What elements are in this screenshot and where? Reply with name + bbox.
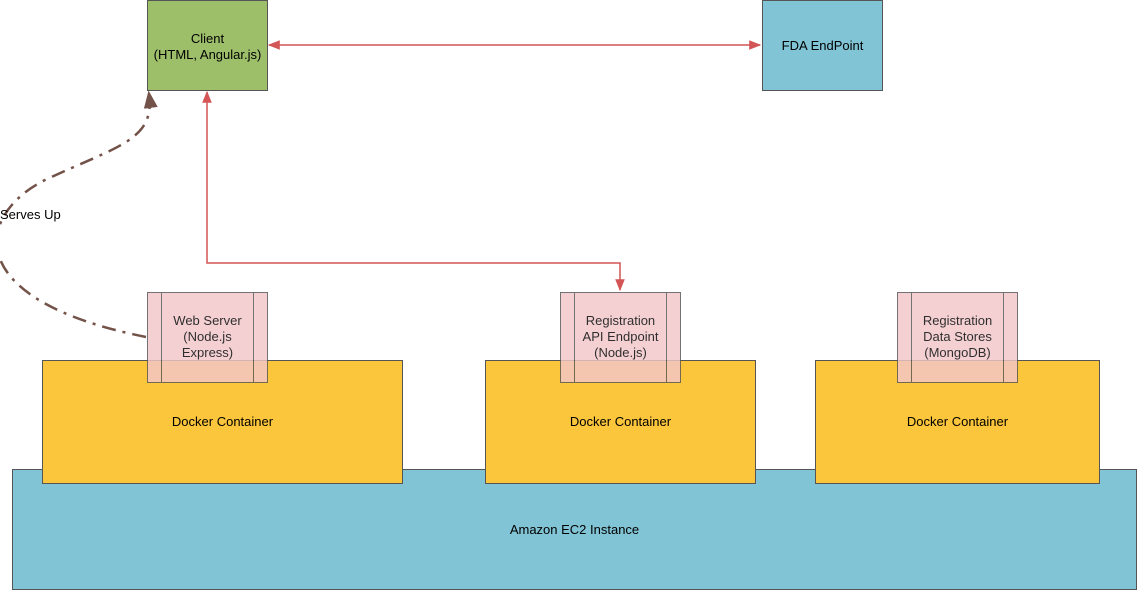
registration-data-stores-label: Registration Data Stores (MongoDB) <box>922 313 993 360</box>
registration-api-box: Registration API Endpoint (Node.js) <box>560 292 681 383</box>
docker-container-3-label: Docker Container <box>906 414 1009 429</box>
ec2-instance-box: Amazon EC2 Instance <box>12 469 1137 590</box>
registration-data-stores-box: Registration Data Stores (MongoDB) <box>897 292 1018 383</box>
client-box: Client (HTML, Angular.js) <box>147 0 268 91</box>
client-label: Client (HTML, Angular.js) <box>153 31 262 62</box>
web-server-label: Web Server (Node.js Express) <box>173 313 242 360</box>
edge-client-api <box>202 90 625 292</box>
fda-endpoint-label: FDA EndPoint <box>781 37 864 53</box>
ec2-instance-label: Amazon EC2 Instance <box>509 521 640 537</box>
web-server-box: Web Server (Node.js Express) <box>147 292 268 383</box>
fda-endpoint-box: FDA EndPoint <box>762 0 883 91</box>
serves-up-label: Serves Up <box>0 207 61 222</box>
edge-serves-up <box>0 90 158 339</box>
docker-container-2-label: Docker Container <box>569 414 672 429</box>
registration-api-label: Registration API Endpoint (Node.js) <box>582 313 659 360</box>
docker-container-1-label: Docker Container <box>171 414 274 429</box>
docker-container-3: Docker Container <box>815 360 1100 484</box>
